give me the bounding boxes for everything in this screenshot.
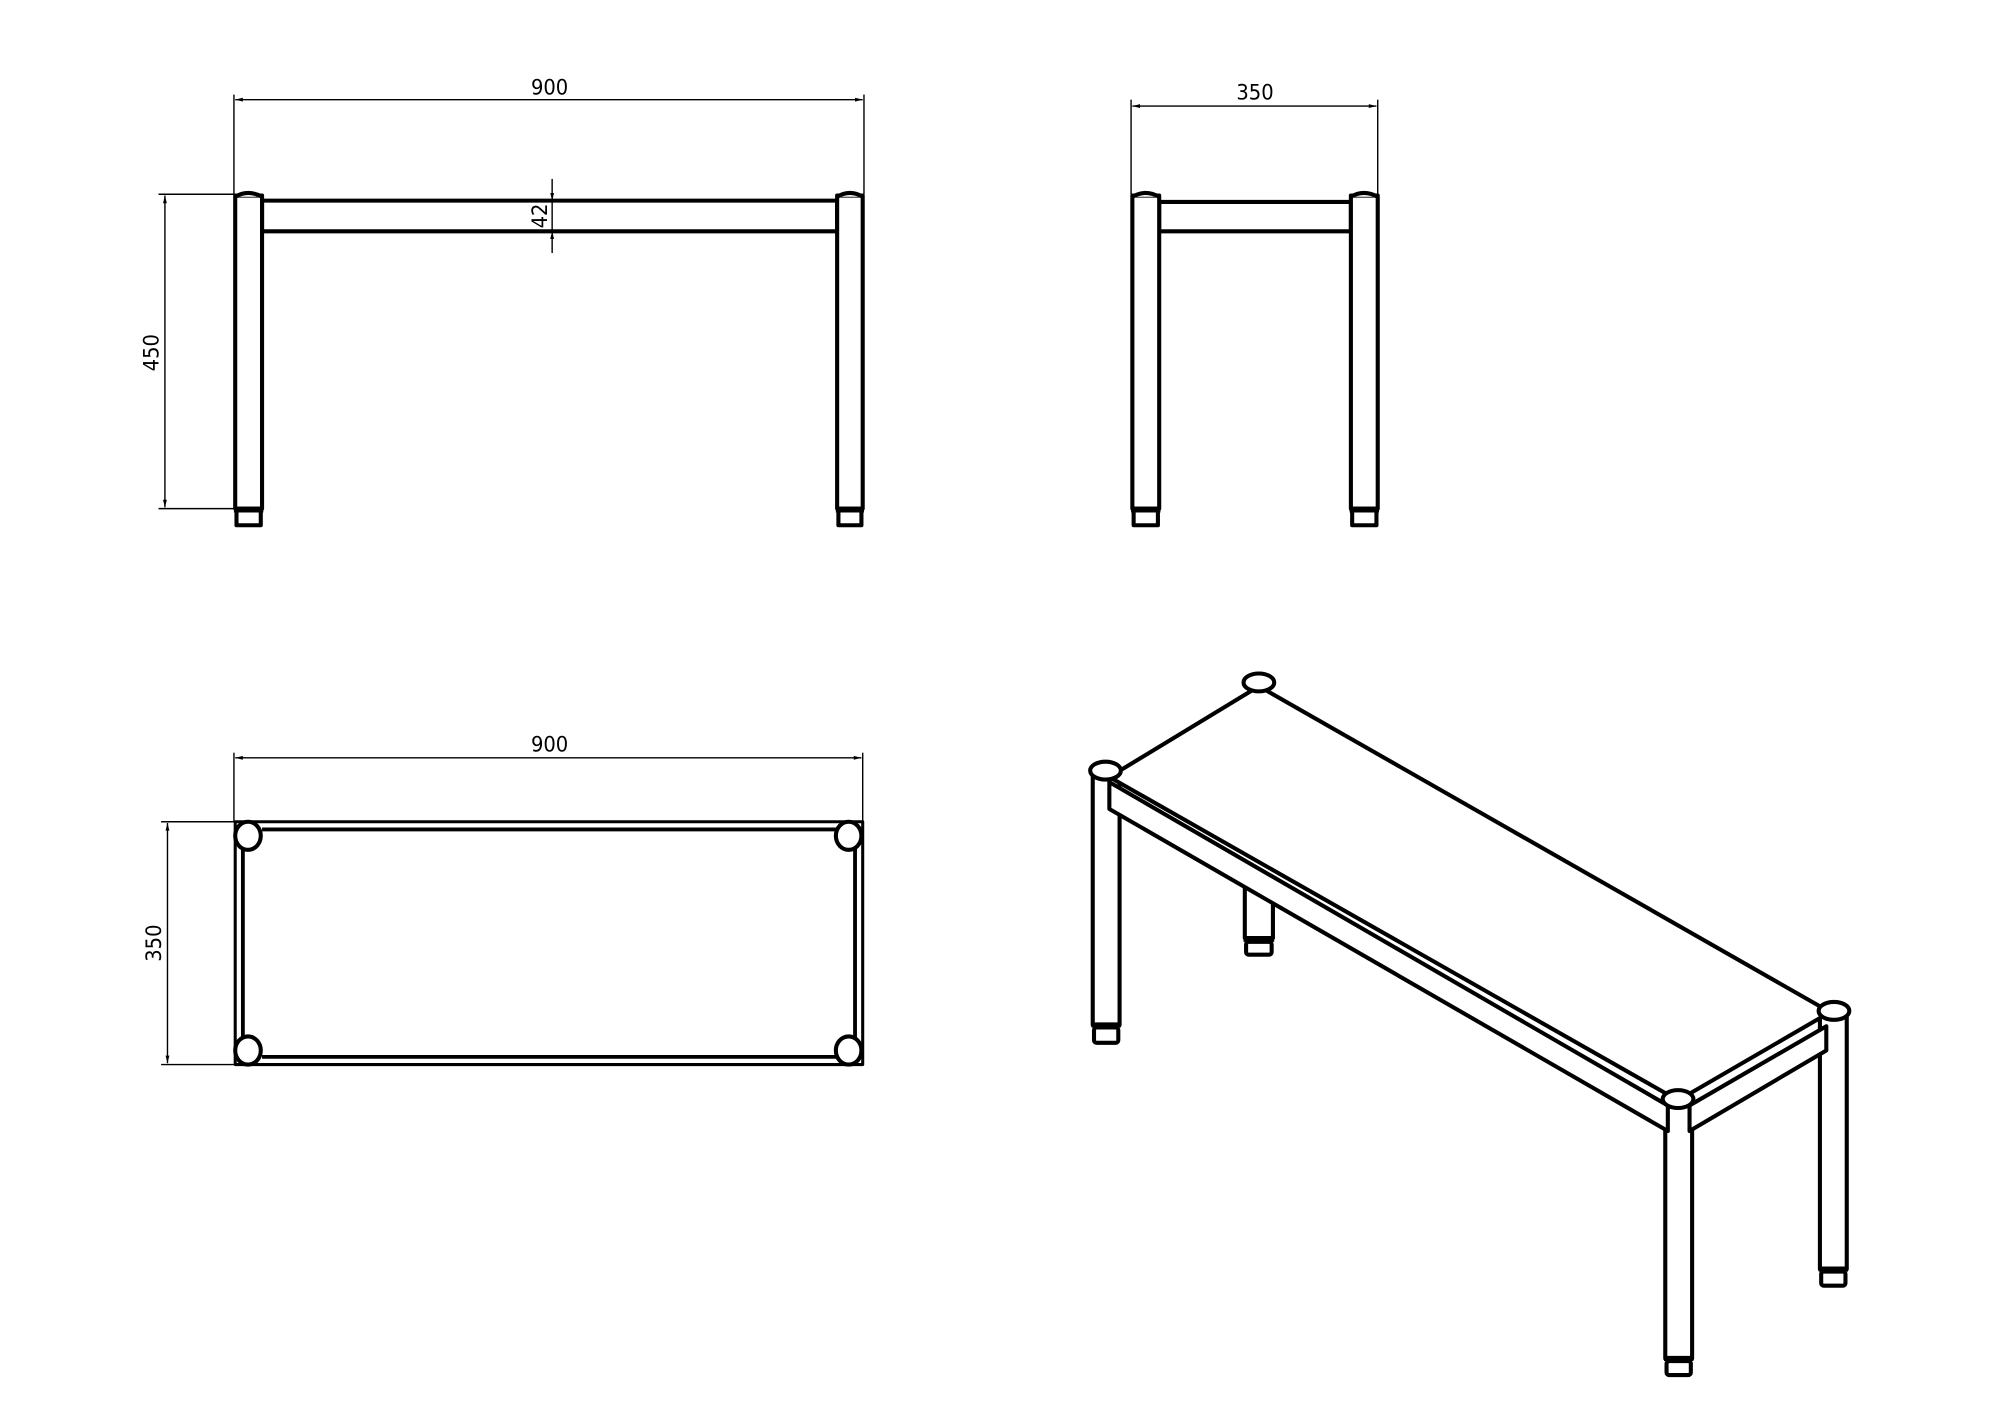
iso-front-leg: [1663, 1098, 1695, 1378]
front-right-leg: [835, 190, 865, 528]
top-view: 900 350: [142, 732, 865, 1067]
top-leg-cap-front-left: [233, 819, 263, 852]
front-rail: [260, 198, 840, 234]
top-depth-dimension: 350: [142, 821, 236, 1066]
top-depth-label: 350: [142, 924, 167, 961]
side-depth-label: 350: [1236, 81, 1273, 106]
top-leg-cap-front-right: [833, 819, 864, 852]
top-width-label: 900: [531, 732, 568, 757]
iso-cap-left: [1088, 759, 1123, 782]
top-width-dimension: 900: [233, 732, 864, 822]
front-height-dimension: 450: [140, 193, 236, 510]
front-width-dimension: 900: [233, 76, 865, 195]
side-right-leg: [1348, 190, 1380, 528]
side-rail: [1157, 199, 1353, 234]
rail-height-dimension: 42: [528, 178, 555, 254]
top-leg-cap-back-right: [833, 1034, 864, 1067]
front-view: 900 450 42: [140, 76, 865, 528]
iso-shelf-top: [1107, 684, 1833, 1103]
front-width-label: 900: [531, 76, 568, 101]
isometric-view: [1088, 671, 1852, 1378]
iso-shelf-right-edge: [1687, 1024, 1829, 1134]
front-left-leg: [233, 190, 265, 528]
side-depth-dimension: 350: [1130, 81, 1379, 195]
iso-left-leg: [1090, 771, 1122, 1045]
top-leg-cap-back-left: [233, 1034, 263, 1067]
side-view: 350: [1130, 81, 1380, 528]
rail-height-label: 42: [528, 204, 553, 229]
front-height-label: 450: [140, 334, 165, 371]
iso-cap-right: [1816, 999, 1852, 1022]
iso-shelf-front-edge: [1107, 780, 1670, 1134]
iso-cap-back: [1241, 671, 1277, 694]
side-left-leg: [1130, 190, 1162, 528]
iso-cap-front: [1660, 1088, 1696, 1111]
top-outline: [233, 820, 865, 1067]
